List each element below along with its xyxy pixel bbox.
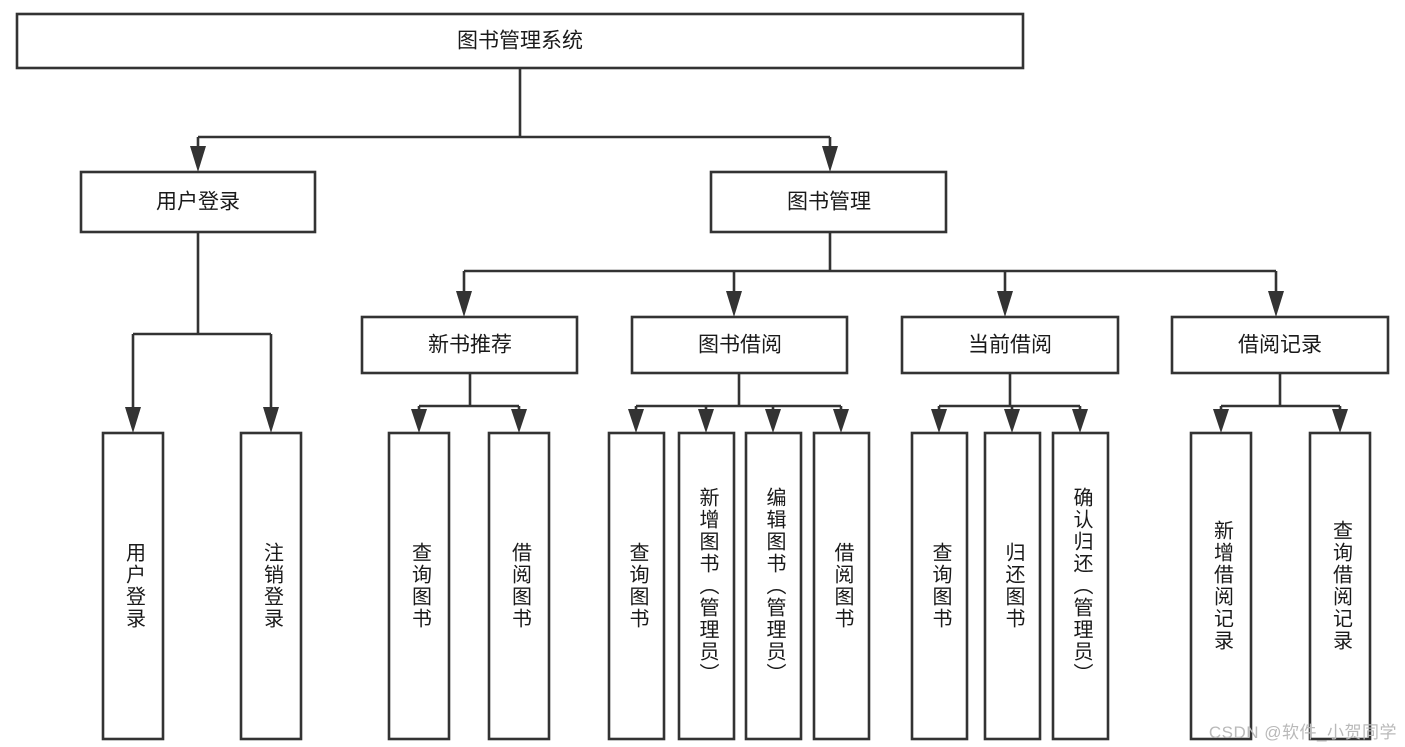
arrow-head-leaf-query-book-current — [931, 409, 947, 433]
connector-group — [125, 68, 1348, 433]
node-leaf-return-book-label: 归还图书 — [1002, 542, 1024, 630]
node-leaf-query-book-current-box[interactable] — [910, 431, 969, 741]
node-leaf-add-borrow-record-box[interactable] — [1189, 431, 1253, 741]
node-new-book-recommend-label: 新书推荐 — [428, 334, 512, 357]
arrow-head-leaf-return-book — [1004, 409, 1020, 433]
arrow-head-leaf-confirm-return-admin — [1072, 409, 1088, 433]
node-leaf-borrow-book-box[interactable] — [812, 431, 871, 741]
arrow-head-leaf-add-borrow-record — [1213, 409, 1229, 433]
node-borrow-records-label: 借阅记录 — [1238, 334, 1322, 357]
node-box-group: 图书管理系统 用户登录 图书管理 新书推荐 图书借阅 当前借阅 借阅记录 — [15, 12, 1390, 741]
node-leaf-borrow-book-recommend-box[interactable] — [487, 431, 551, 741]
node-user-login-box[interactable] — [79, 170, 317, 234]
csdn-watermark: CSDN @软件_小贺同学 — [1208, 723, 1397, 742]
arrow-head-leaf-edit-book-admin — [765, 409, 781, 433]
node-leaf-query-book-borrow-box[interactable] — [607, 431, 666, 741]
node-root-label: 图书管理系统 — [457, 30, 583, 53]
node-book-management-label: 图书管理 — [787, 191, 871, 214]
arrow-head-user-login — [190, 146, 206, 172]
node-current-borrow-box[interactable] — [900, 315, 1120, 375]
node-user-login-label: 用户登录 — [156, 191, 240, 214]
arrow-head-leaf-add-book-admin — [698, 409, 714, 433]
node-leaf-query-book-recommend-label: 查询图书 — [408, 542, 431, 630]
node-leaf-add-book-admin-box[interactable] — [677, 431, 736, 741]
node-leaf-edit-book-admin-box[interactable] — [744, 431, 803, 741]
node-book-management-box[interactable] — [709, 170, 948, 234]
node-leaf-user-login-label: 用户登录 — [122, 542, 145, 630]
arrow-head-book-management — [822, 146, 838, 172]
node-book-borrow-box[interactable] — [630, 315, 849, 375]
arrow-head-leaf-query-borrow-record — [1332, 409, 1348, 433]
node-leaf-query-borrow-record-label: 查询借阅记录 — [1329, 520, 1352, 652]
arrow-head-leaf-borrow-book — [833, 409, 849, 433]
arrow-head-leaf-logout-login — [263, 407, 279, 433]
node-borrow-records-box[interactable] — [1170, 315, 1390, 375]
arrow-head-leaf-query-book-recommend — [411, 409, 427, 433]
node-leaf-query-borrow-record-box[interactable] — [1308, 431, 1372, 741]
arrow-head-new-book-recommend — [456, 291, 472, 317]
arrow-head-borrow-records — [1268, 291, 1284, 317]
node-leaf-logout-login-label: 注销登录 — [260, 542, 283, 630]
node-new-book-recommend-box[interactable] — [360, 315, 579, 375]
node-leaf-borrow-book-recommend-label: 借阅图书 — [508, 542, 531, 630]
node-root-box[interactable] — [15, 12, 1025, 70]
arrow-head-book-borrow — [726, 291, 742, 317]
node-book-borrow-label: 图书借阅 — [698, 334, 782, 357]
arrow-head-current-borrow — [997, 291, 1013, 317]
node-leaf-query-book-recommend-box[interactable] — [387, 431, 451, 741]
node-leaf-query-book-current-label: 查询图书 — [929, 542, 951, 630]
node-leaf-logout-login-box[interactable] — [239, 431, 303, 741]
node-leaf-confirm-return-admin-box[interactable] — [1051, 431, 1110, 741]
node-leaf-user-login-box[interactable] — [101, 431, 165, 741]
arrow-head-leaf-query-book-borrow — [628, 409, 644, 433]
node-leaf-edit-book-admin-label: 编辑图书（管理员） — [763, 487, 785, 685]
node-leaf-add-borrow-record-label: 新增借阅记录 — [1210, 520, 1233, 652]
node-leaf-confirm-return-admin-label: 确认归还（管理员） — [1070, 487, 1092, 685]
node-leaf-add-book-admin-label: 新增图书（管理员） — [696, 487, 718, 685]
node-leaf-query-book-borrow-label: 查询图书 — [626, 542, 648, 630]
node-current-borrow-label: 当前借阅 — [968, 334, 1052, 357]
node-leaf-borrow-book-label: 借阅图书 — [831, 542, 853, 630]
node-leaf-return-book-box[interactable] — [983, 431, 1042, 741]
arrow-head-leaf-user-login — [125, 407, 141, 433]
arrow-head-leaf-borrow-book-recommend — [511, 409, 527, 433]
